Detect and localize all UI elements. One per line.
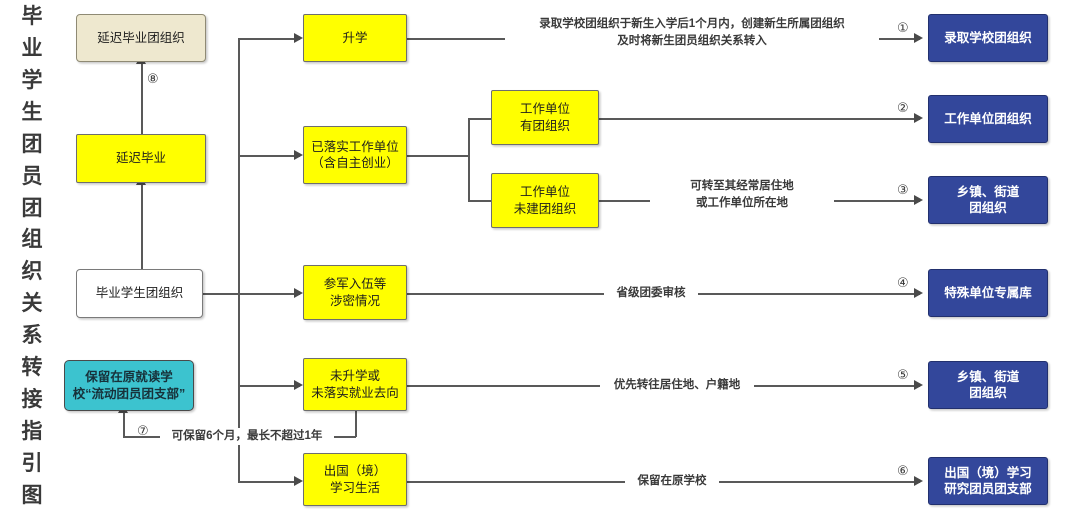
arrow-right-further-study — [294, 33, 303, 43]
connector-delayed-grad-to-org — [141, 62, 143, 134]
connector-main-trunk — [238, 38, 240, 481]
connector-employer-has-org-to-dest — [599, 118, 920, 120]
marker-6: ⑥ — [897, 463, 909, 478]
title-char: 生 — [21, 100, 43, 124]
arrow-right-employed — [294, 150, 303, 160]
node-employer-has-org[interactable]: 工作单位 有团组织 — [491, 90, 599, 145]
connector-trunk-to-further-study — [238, 38, 300, 40]
node-unemployed[interactable]: 未升学或 未落实就业去向 — [303, 358, 407, 411]
title-char: 引 — [21, 451, 43, 475]
node-employed[interactable]: 已落实工作单位 （含自主创业） — [303, 126, 407, 184]
marker-2: ② — [897, 100, 909, 115]
page-title: 毕 业 学 生 团 员 团 组 织 关 系 转 接 指 引 图 — [12, 6, 52, 506]
title-char: 学 — [21, 68, 43, 92]
arrow-right-township-1 — [914, 195, 923, 205]
title-char: 关 — [21, 292, 43, 316]
edge-label-admitting-school: 录取学校团组织于新生入学后1个月内，创建新生所属团组织 及时将新生团员组织关系转… — [505, 16, 879, 50]
edge-label-keep-original-school: 保留在原学校 — [625, 473, 719, 490]
title-char: 转 — [21, 356, 43, 380]
node-military-service[interactable]: 参军入伍等 涉密情况 — [303, 265, 407, 320]
title-char: 接 — [21, 388, 43, 412]
title-char: 毕 — [21, 5, 43, 28]
connector-trunk-to-abroad — [238, 481, 300, 483]
node-dest-admitting-school[interactable]: 录取学校团组织 — [928, 14, 1048, 62]
title-char: 图 — [21, 483, 43, 507]
title-char: 组 — [21, 228, 43, 252]
node-delayed-grad-org[interactable]: 延迟毕业团组织 — [76, 14, 206, 62]
node-delayed-grad[interactable]: 延迟毕业 — [76, 134, 206, 183]
title-char: 团 — [21, 196, 43, 220]
arrow-right-employer-org — [914, 113, 923, 123]
title-char: 团 — [21, 132, 43, 156]
arrow-right-military — [294, 288, 303, 298]
connector-trunk-to-military — [238, 293, 300, 295]
marker-7: ⑦ — [137, 423, 149, 438]
arrow-right-unemployed — [294, 380, 303, 390]
title-char: 指 — [21, 419, 43, 443]
marker-4: ④ — [897, 275, 909, 290]
node-dest-employer-org[interactable]: 工作单位团组织 — [928, 95, 1048, 143]
node-dest-township-2[interactable]: 乡镇、街道 团组织 — [928, 361, 1048, 409]
connector-trunk-to-employed — [238, 155, 300, 157]
connector-retention-up-to-floating — [123, 411, 125, 437]
marker-1: ① — [897, 20, 909, 35]
connector-employed-split-vertical — [468, 118, 470, 201]
node-floating-member-branch[interactable]: 保留在原就读学 校“流动团员团支部” — [64, 360, 194, 411]
arrow-right-abroad — [294, 476, 303, 486]
connector-split-to-employer-has-org — [468, 118, 492, 120]
connector-source-to-delayed-grad — [141, 183, 143, 278]
title-char: 系 — [21, 324, 43, 348]
node-abroad[interactable]: 出国（境） 学习生活 — [303, 453, 407, 506]
edge-label-township-transfer: 可转至其经常居住地 或工作单位所在地 — [650, 178, 834, 212]
connector-split-to-employer-no-org — [468, 200, 492, 202]
node-further-study[interactable]: 升学 — [303, 14, 407, 62]
arrow-right-special-unit — [914, 288, 923, 298]
node-source-grad-student-org[interactable]: 毕业学生团组织 — [76, 269, 203, 318]
arrow-right-abroad-branch — [914, 476, 923, 486]
connector-unemployed-down — [355, 410, 357, 437]
arrow-right-township-2 — [914, 380, 923, 390]
edge-label-retention-period: 可保留6个月，最长不超过1年 — [160, 428, 334, 445]
connector-trunk-to-unemployed — [238, 385, 300, 387]
node-dest-special-unit[interactable]: 特殊单位专属库 — [928, 269, 1048, 317]
title-char: 织 — [21, 260, 43, 284]
marker-3: ③ — [897, 182, 909, 197]
marker-8: ⑧ — [147, 71, 159, 86]
connector-employed-to-split — [407, 155, 469, 157]
arrow-right-admitting-school — [914, 33, 923, 43]
node-employer-no-org[interactable]: 工作单位 未建团组织 — [491, 173, 599, 228]
connector-source-stub — [203, 293, 238, 295]
node-dest-abroad-branch[interactable]: 出国（境）学习 研究团员团支部 — [928, 457, 1048, 505]
marker-5: ⑤ — [897, 367, 909, 382]
edge-label-priority-residence: 优先转往居住地、户籍地 — [600, 377, 754, 394]
edge-label-provincial-review: 省级团委审核 — [604, 285, 698, 302]
title-char: 业 — [21, 36, 43, 60]
title-char: 员 — [21, 164, 43, 188]
node-dest-township-1[interactable]: 乡镇、街道 团组织 — [928, 176, 1048, 224]
